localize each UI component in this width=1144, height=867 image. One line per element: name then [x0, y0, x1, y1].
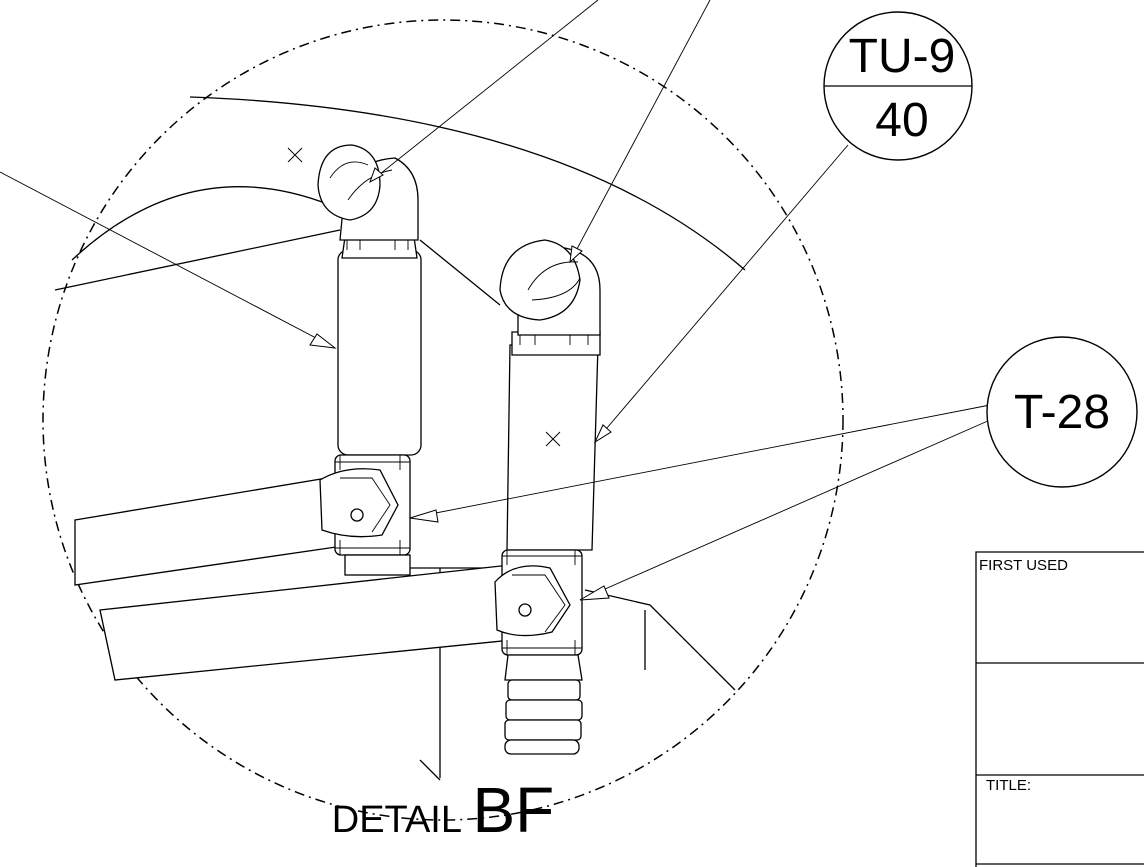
callout-t28[interactable]: T-28 [986, 336, 1138, 488]
title-block: FIRST USED TITLE: [975, 551, 1144, 867]
leader-lines [0, 0, 991, 601]
title-label: TITLE: [986, 777, 1031, 794]
callout-tu9-bottom: 40 [875, 94, 928, 147]
callout-t28-text: T-28 [1014, 386, 1110, 439]
callout-tu9-top: TU-9 [849, 30, 956, 83]
pipe-assembly [54, 96, 746, 781]
detail-label-prefix: DETAIL [332, 799, 462, 841]
callout-tu9[interactable]: TU-9 40 [823, 11, 973, 161]
detail-label-id: BF [472, 774, 554, 846]
detail-label: DETAIL BF [332, 774, 554, 846]
detail-boundary-circle [42, 19, 844, 821]
first-used-label: FIRST USED [979, 557, 1068, 574]
